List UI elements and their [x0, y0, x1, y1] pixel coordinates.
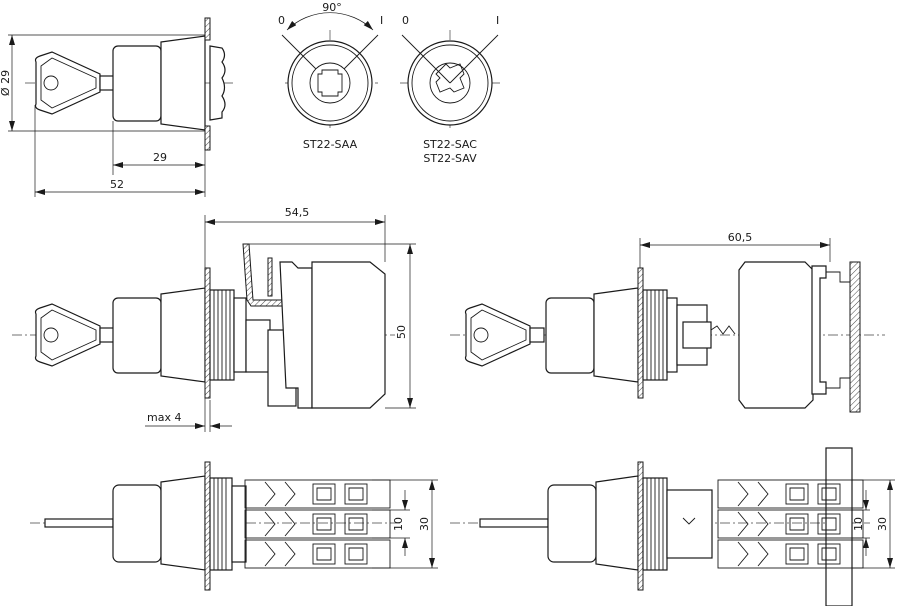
key-slot-icon: [317, 69, 343, 97]
width-dimension: 30: [418, 517, 431, 531]
contact-block: [738, 261, 814, 409]
front-view-saa: 90° 0 I ST22-SAA: [278, 1, 383, 151]
model-label: ST22-SAV: [423, 152, 477, 165]
depth-dimension: 54,5: [285, 206, 310, 219]
key-icon: [464, 303, 545, 367]
key-icon: [34, 303, 115, 367]
top-side-view: Ø 29 29 52: [0, 17, 235, 197]
switch-body: [112, 287, 206, 383]
contact-block: [311, 261, 386, 409]
width-dimension: 30: [876, 517, 889, 531]
switch-body: [545, 287, 639, 383]
length-29-dimension: 29: [153, 151, 167, 164]
bottom-view-right: 10 30: [450, 447, 895, 606]
length-52-dimension: 52: [110, 178, 124, 191]
depth-dimension: 60,5: [728, 231, 753, 244]
key-stem: [479, 518, 549, 528]
din-rail-wall: [849, 261, 861, 413]
angle-label: 90°: [322, 1, 342, 14]
contact-row: [244, 539, 391, 569]
pitch-dimension: 10: [852, 517, 865, 531]
key-icon: [34, 51, 115, 115]
height-dimension: 50: [395, 325, 408, 339]
model-label: ST22-SAA: [303, 138, 358, 151]
diameter-dimension: Ø 29: [0, 70, 12, 96]
panel-thickness-label: max 4: [147, 411, 181, 424]
contact-row: [244, 509, 391, 539]
position-1-label: I: [496, 14, 499, 27]
position-0-label: 0: [402, 14, 409, 27]
position-0-label: 0: [278, 14, 285, 27]
key-slot-icon: [435, 63, 465, 93]
position-1-label: I: [380, 14, 383, 27]
side-view-right: 60,5: [450, 231, 885, 413]
panel-section: [204, 17, 211, 41]
switch-body: [112, 35, 206, 131]
key-stem: [44, 518, 114, 528]
din-rail: [825, 447, 853, 606]
model-label: ST22-SAC: [423, 138, 477, 151]
contact-row: [244, 479, 391, 509]
bottom-view-left: 10 30: [30, 461, 438, 591]
pitch-dimension: 10: [392, 517, 405, 531]
side-view-left: 54,5 50 max 4: [12, 206, 416, 432]
front-view-sac: 0 I ST22-SAC ST22-SAV: [400, 14, 500, 165]
